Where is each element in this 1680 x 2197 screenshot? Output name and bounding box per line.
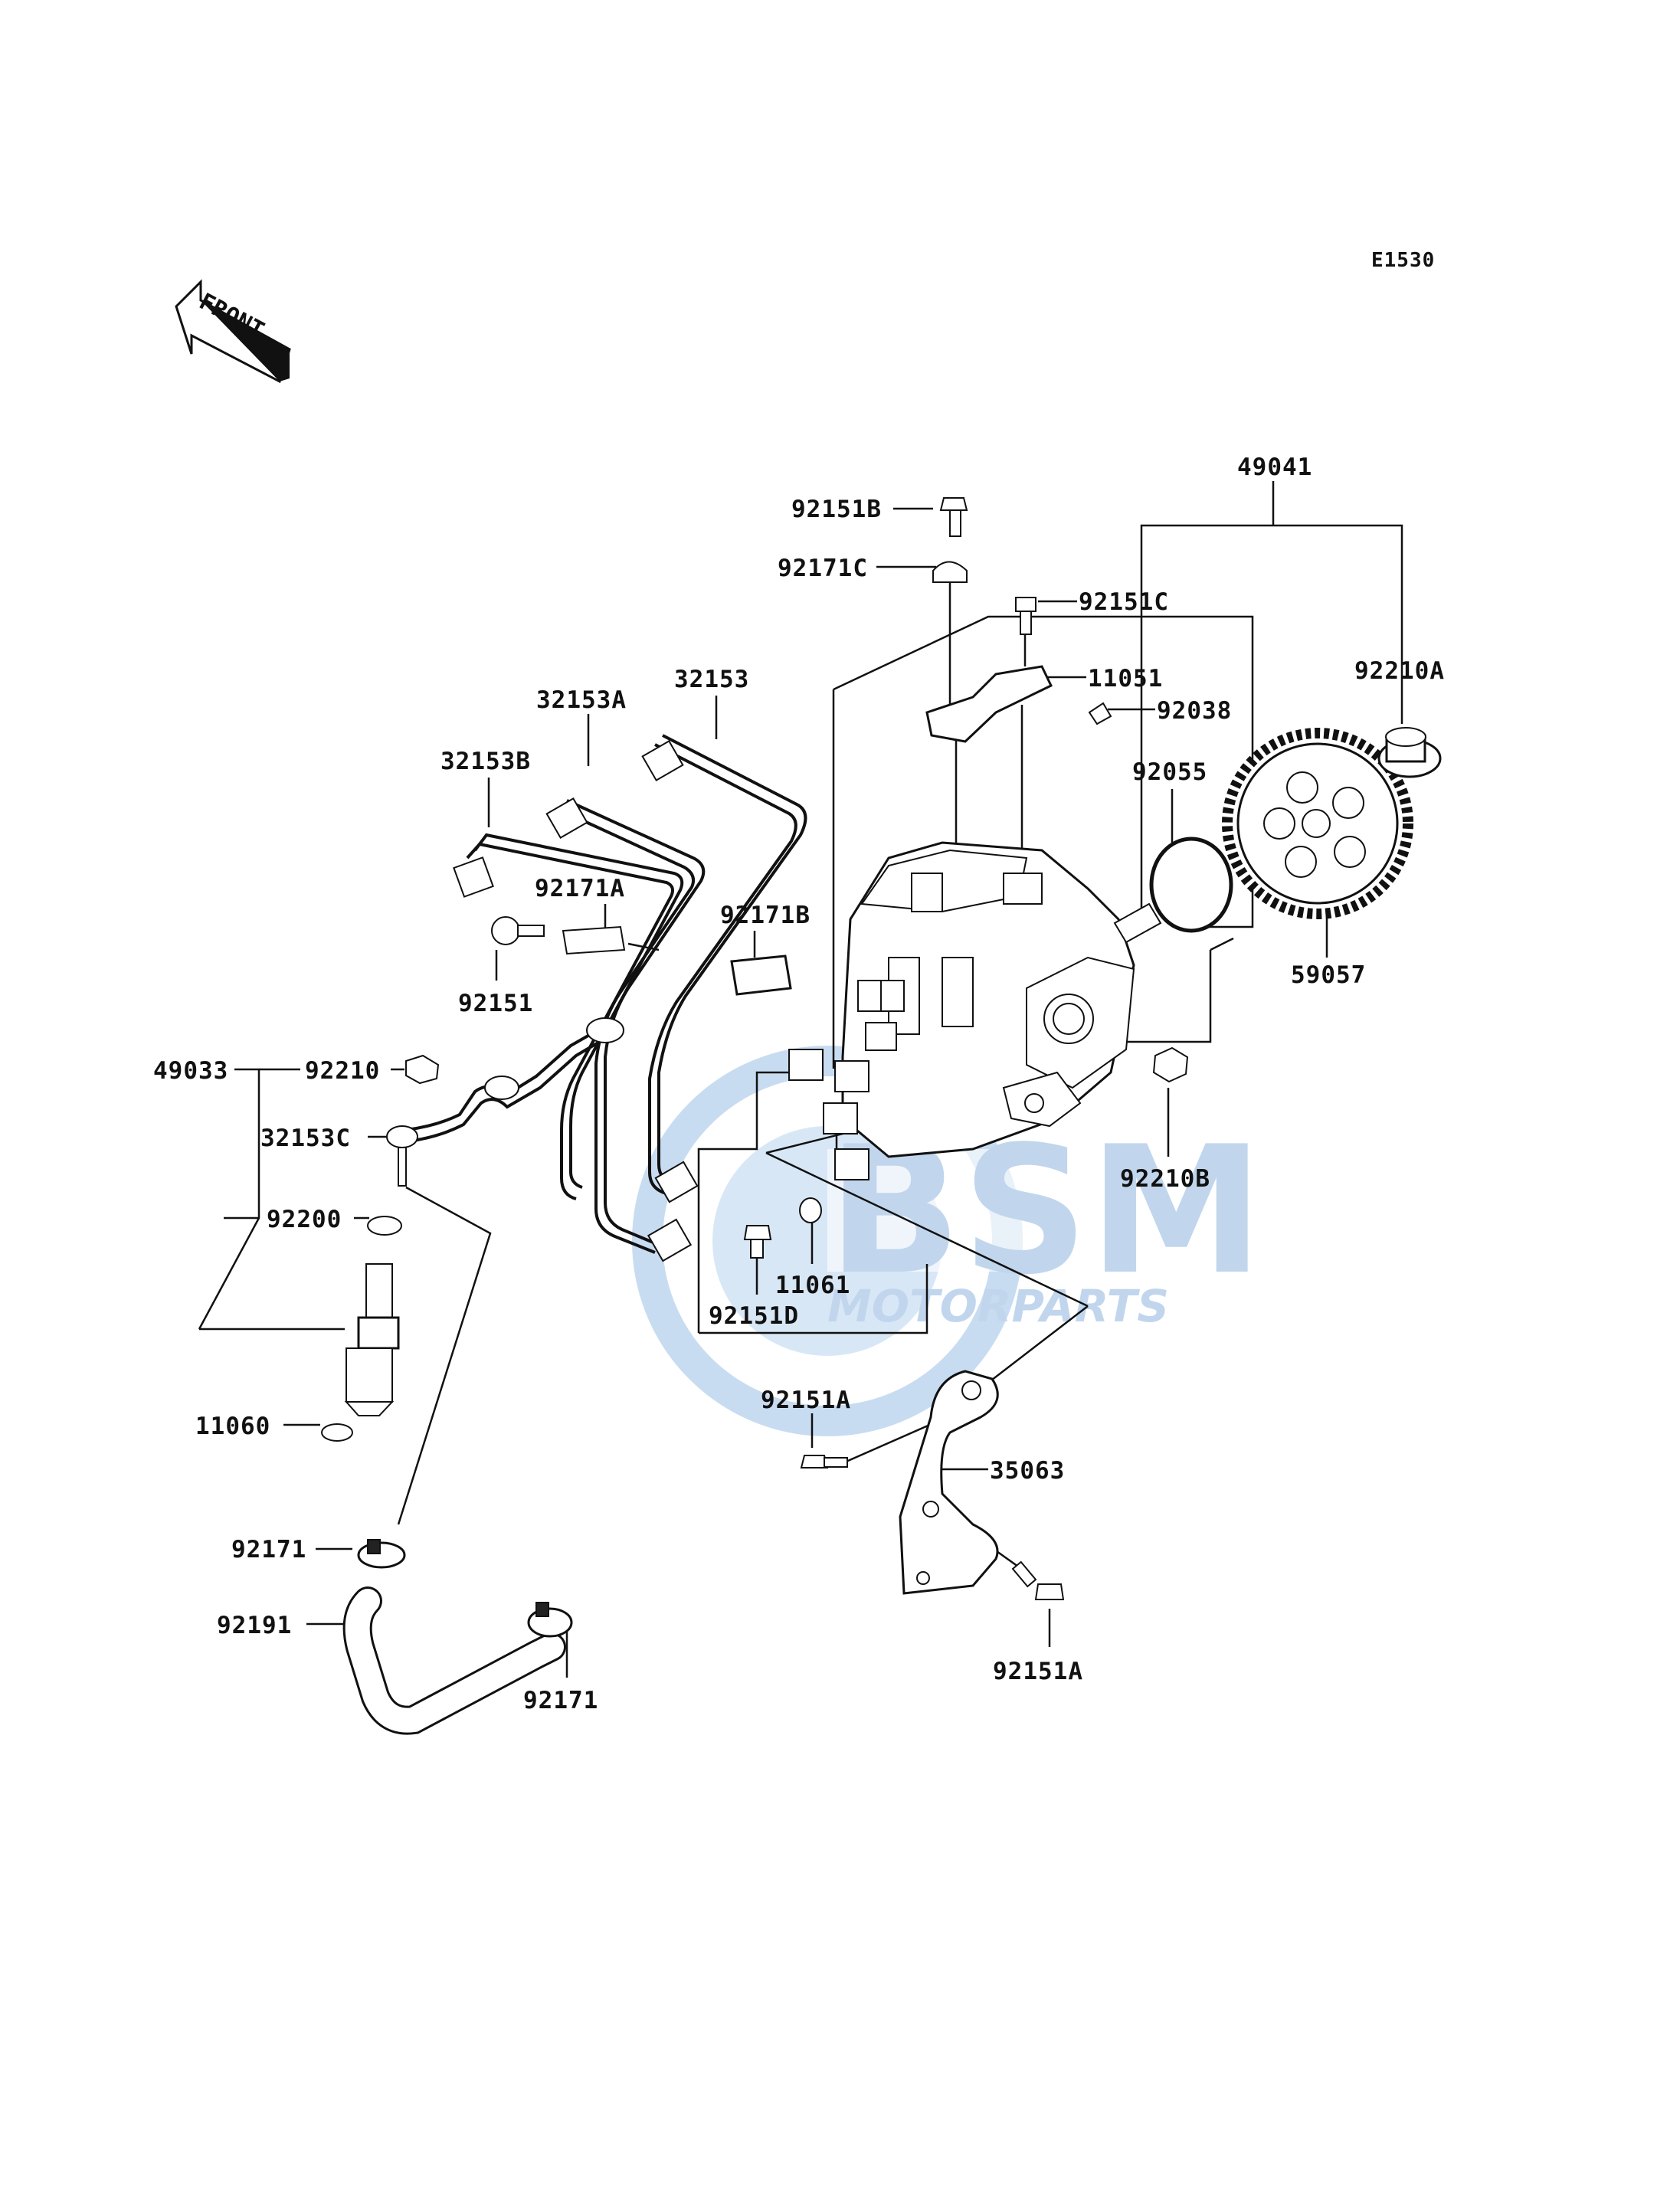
bolt-icon [1011, 1560, 1065, 1600]
label-49033: 49033 [153, 1057, 228, 1085]
label-32153: 32153 [674, 666, 749, 693]
label-92055: 92055 [1132, 758, 1207, 786]
injector-icon [344, 1263, 400, 1416]
label-92200: 92200 [267, 1206, 342, 1233]
label-92191: 92191 [217, 1612, 292, 1639]
label-92171B: 92171B [720, 902, 811, 929]
label-92210B: 92210B [1120, 1165, 1210, 1193]
hose-clamp-icon [357, 1539, 406, 1569]
pump-bracket-icon [899, 1370, 999, 1595]
watermark-subtitle: MOTORPARTS [827, 1280, 1169, 1332]
label-92171A: 92171A [535, 875, 625, 902]
label-32153B: 32153B [440, 748, 531, 775]
bolt-icon [491, 916, 545, 945]
washer-icon [799, 1197, 822, 1223]
part-labels: 49041 92151B 92171C 92151C 11051 92038 9… [153, 453, 1445, 1714]
label-92151B: 92151B [791, 496, 882, 523]
front-arrow-icon: FRONT [175, 279, 291, 384]
bracket-icon [925, 665, 1053, 743]
injection-pump-icon [788, 841, 1162, 1180]
diagram-code: E1530 [1371, 249, 1435, 272]
flange-nut-icon [1377, 727, 1442, 778]
label-32153A: 32153A [536, 686, 627, 714]
leak-off-pipe-icon [386, 1017, 624, 1187]
injection-lines-icon [453, 734, 807, 1262]
label-11060: 11060 [195, 1413, 270, 1440]
gear-icon [1222, 728, 1413, 919]
bolt-icon [800, 1455, 848, 1468]
nut-icon [1152, 1046, 1189, 1083]
label-59057: 59057 [1291, 961, 1366, 989]
bolt-icon [743, 1225, 772, 1259]
label-11051: 11051 [1088, 665, 1163, 692]
label-11061: 11061 [775, 1272, 850, 1299]
clamp-block-icon [730, 954, 792, 996]
label-92151A-top: 92151A [761, 1387, 851, 1414]
label-92171-hose-left: 92171 [231, 1536, 306, 1563]
label-32153C: 32153C [260, 1125, 351, 1152]
o-ring-icon [1149, 837, 1233, 933]
label-92151A-bottom: 92151A [993, 1658, 1083, 1685]
label-49041: 49041 [1237, 453, 1312, 481]
label-92151C: 92151C [1079, 588, 1169, 616]
label-92210: 92210 [305, 1057, 380, 1085]
label-92038: 92038 [1157, 697, 1232, 725]
clamp-plate-icon [562, 925, 626, 955]
clamp-icon [932, 561, 968, 583]
label-35063: 35063 [990, 1457, 1065, 1485]
hose-clamp-icon [527, 1602, 573, 1638]
washer-icon [367, 1216, 402, 1236]
bolt-icon [1015, 597, 1036, 635]
label-92171C: 92171C [778, 555, 868, 582]
key-icon [1088, 702, 1112, 725]
washer-icon [321, 1423, 353, 1442]
label-92151D: 92151D [709, 1302, 799, 1330]
label-92171-hose-right: 92171 [523, 1687, 598, 1714]
nut-icon [405, 1054, 440, 1085]
bolt-icon [939, 497, 968, 537]
label-92151: 92151 [458, 990, 533, 1017]
label-92210A: 92210A [1354, 657, 1445, 685]
